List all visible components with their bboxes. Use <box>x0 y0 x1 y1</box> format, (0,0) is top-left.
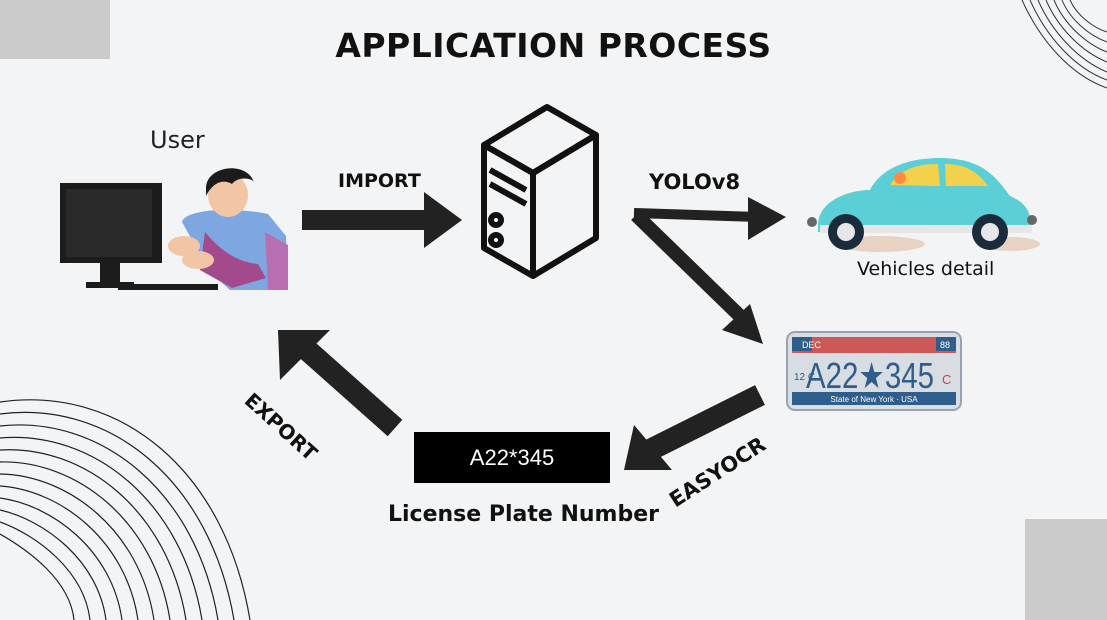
export-arrow <box>278 330 403 437</box>
license-plate-icon: DEC 88 12 C A22★345 C State of New York … <box>786 331 962 411</box>
vehicles-detail-label: Vehicles detail <box>857 258 995 280</box>
plate-result-box: A22*345 <box>414 432 610 483</box>
easyocr-arrow <box>624 385 765 470</box>
user-at-computer-icon <box>60 168 288 290</box>
license-plate-number-label: License Plate Number <box>388 502 659 527</box>
server-tower-icon <box>481 104 599 279</box>
import-arrow <box>302 192 462 248</box>
car-icon <box>807 158 1040 252</box>
corner-decoration-bottom-right <box>1025 519 1107 620</box>
corner-decoration-top-left <box>0 0 110 59</box>
plate-result-value: A22*345 <box>469 444 555 470</box>
plate-suffix: C <box>942 372 951 387</box>
plate-number-text: A22★345 <box>806 355 934 396</box>
plate-side-code: 12 C <box>794 372 815 383</box>
plate-footer: State of New York · USA <box>830 395 918 404</box>
page-title: APPLICATION PROCESS <box>335 26 772 65</box>
user-label: User <box>150 126 205 154</box>
import-label: IMPORT <box>338 170 421 192</box>
plate-header-left: DEC <box>802 340 822 350</box>
decorative-curves-bottom-left <box>0 399 251 620</box>
plate-header-right: 88 <box>940 340 950 350</box>
decorative-curves-top-right <box>1021 0 1107 89</box>
yolo-label: YOLOv8 <box>649 170 741 194</box>
yolo-arrows <box>631 197 786 344</box>
